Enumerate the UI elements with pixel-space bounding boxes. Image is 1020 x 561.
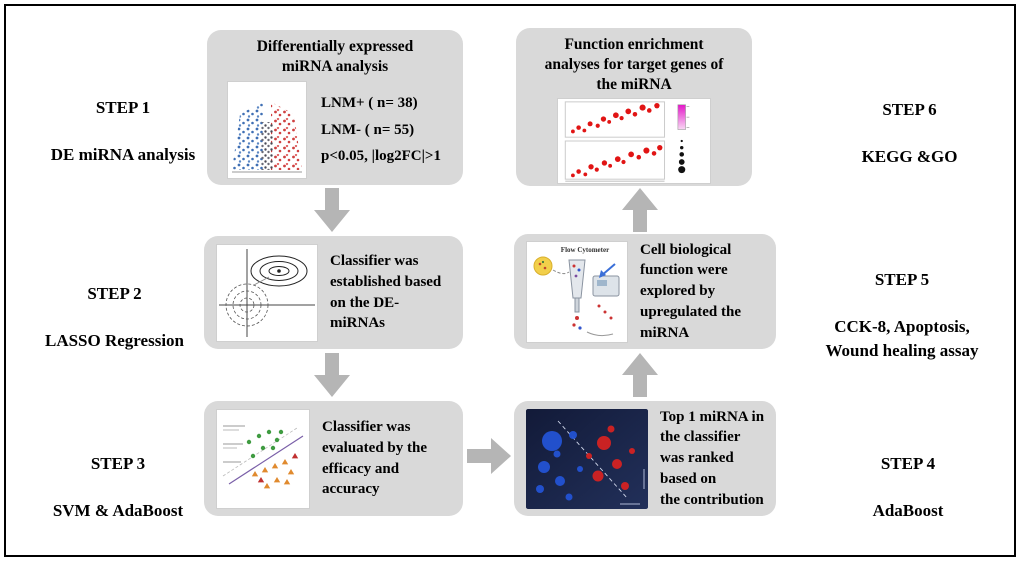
de-mirna-box-title: Differentially expressed miRNA analysis	[256, 38, 414, 75]
step5-label: STEP 5 CCK-8, Apoptosis, Wound healing a…	[788, 244, 1016, 387]
step5-title: STEP 5	[874, 269, 930, 289]
step4-subtitle: AdaBoost	[872, 501, 944, 521]
step1-label: STEP 1 DE miRNA analysis	[28, 72, 218, 191]
enrichment-box-title: Function enrichment analyses for target …	[544, 36, 724, 93]
step3-label: STEP 3 SVM & AdaBoost	[18, 428, 218, 547]
arrow-step4-to-step5-icon	[622, 353, 658, 397]
de-mirna-analysis-box: Differentially expressed miRNA analysis	[207, 30, 463, 185]
threshold-criteria: p<0.05, |log2FC|>1	[321, 147, 441, 164]
step4-title: STEP 4	[880, 453, 936, 473]
lasso-classifier-box: Classifier was established based on the …	[204, 236, 463, 349]
cell-function-box-text: Cell biological function were explored b…	[640, 241, 741, 341]
step2-title: STEP 2	[87, 283, 142, 303]
step3-title: STEP 3	[90, 453, 146, 473]
lnm-negative-count: LNM- ( n= 55)	[321, 121, 415, 138]
step5-subtitle: CCK-8, Apoptosis, Wound healing assay	[825, 317, 979, 361]
step2-subtitle: LASSO Regression	[44, 331, 184, 351]
flow-cytometer-caption: Flow Cytometer	[561, 246, 609, 254]
arrow-step5-to-step6-icon	[622, 188, 658, 232]
arrow-step2-to-step3-icon	[314, 353, 350, 397]
step1-title: STEP 1	[95, 97, 151, 117]
arrow-step1-to-step2-icon	[314, 188, 350, 232]
adaboost-ranking-box: Top 1 miRNA in the classifier was ranked…	[514, 401, 776, 516]
arrow-step3-to-step4-icon	[467, 438, 511, 474]
step4-label: STEP 4 AdaBoost	[818, 428, 998, 547]
lasso-box-text: Classifier was established based on the …	[330, 253, 442, 332]
svm-box-text: Classifier was evaluated by the efficacy…	[322, 419, 427, 498]
step3-subtitle: SVM & AdaBoost	[52, 501, 184, 521]
lnm-positive-count: LNM+ ( n= 38)	[321, 95, 418, 112]
cell-function-box: Flow Cytometer Cell biological function …	[514, 234, 776, 349]
enrichment-dotplot-image	[557, 98, 711, 185]
step6-label: STEP 6 KEGG &GO	[812, 74, 1007, 193]
step6-subtitle: KEGG &GO	[861, 147, 958, 167]
svm-evaluation-box: Classifier was evaluated by the efficacy…	[204, 401, 463, 516]
lasso-regression-image	[216, 243, 318, 342]
de-mirna-sample-info: LNM+ ( n= 38) LNM- ( n= 55) p<0.05, |log…	[321, 90, 441, 169]
svm-plot-image	[216, 408, 310, 509]
adaboost-box-text: Top 1 miRNA in the classifier was ranked…	[660, 408, 765, 508]
mirna-ranking-plot-image	[526, 408, 648, 509]
function-enrichment-box: Function enrichment analyses for target …	[516, 28, 752, 186]
flow-cytometry-image: Flow Cytometer	[526, 240, 628, 343]
step1-subtitle: DE miRNA analysis	[50, 145, 196, 165]
step6-title: STEP 6	[882, 99, 937, 119]
volcano-plot-image	[227, 80, 307, 179]
step2-label: STEP 2 LASSO Regression	[12, 258, 217, 377]
